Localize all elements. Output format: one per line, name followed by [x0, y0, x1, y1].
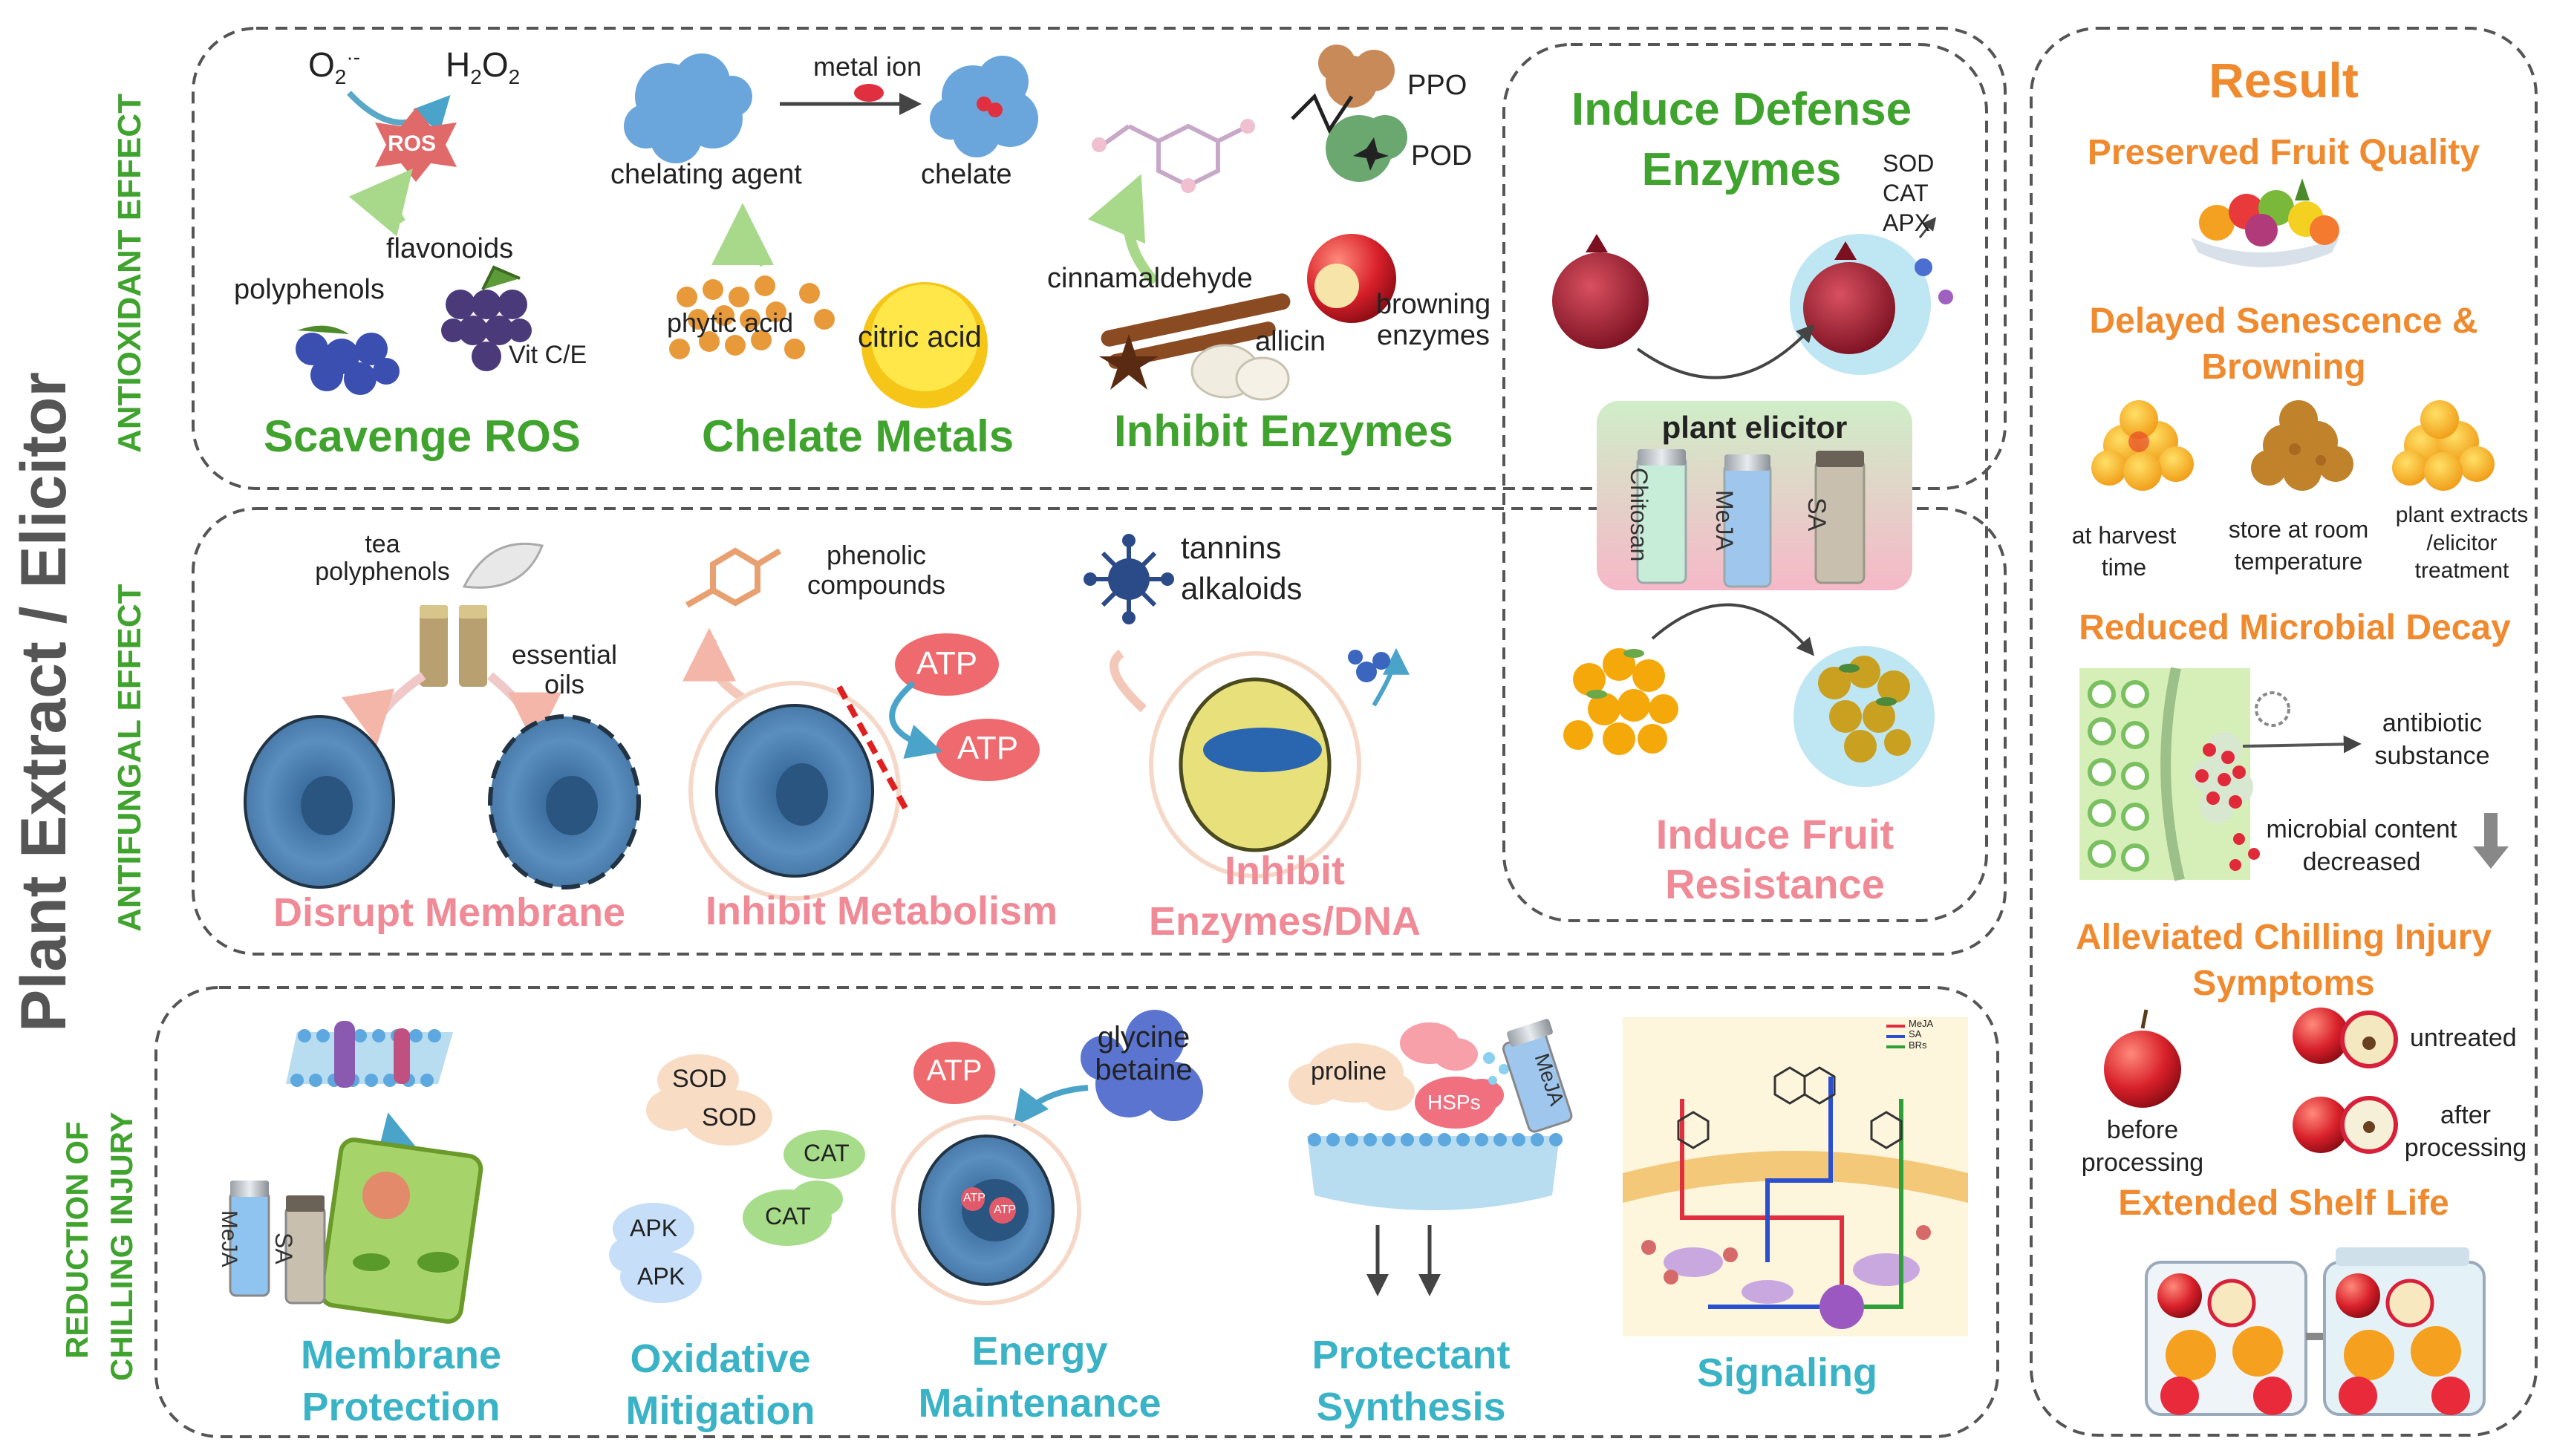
polyphenols-label: polyphenols	[234, 274, 385, 305]
antifungal-section-title: ANTIFUNGAL EFFECT	[111, 584, 148, 933]
extended-shelf-life-label: Extended Shelf Life	[2118, 1184, 2449, 1223]
chilling-section-title-line1: REDUCTION OF	[59, 1121, 94, 1359]
cell-atp-label-2: ATP	[994, 1204, 1016, 1216]
chitosan-vial-label: Chitosan	[1626, 468, 1652, 562]
untreated-label: untreated	[2410, 1024, 2517, 1052]
metal-ion-label: metal ion	[813, 51, 922, 82]
antifungal-graphic	[244, 534, 1410, 901]
sa-vial-label: SA	[1802, 497, 1831, 532]
ppo-label: PPO	[1407, 70, 1467, 101]
chilling-section-title-line2: CHILLING INJURY	[104, 1111, 139, 1381]
defense-frame	[1502, 43, 1988, 922]
enzymes-graphic	[1087, 45, 1407, 401]
pod-label: POD	[1411, 140, 1473, 172]
plant-elicitor-label: plant elicitor	[1661, 410, 1848, 445]
delayed-senescence-label: Delayed Senescence &Browning	[2089, 301, 2478, 388]
reduced-microbial-label: Reduced Microbial Decay	[2079, 608, 2511, 647]
disrupt-membrane-title: Disrupt Membrane	[273, 890, 626, 935]
apk-label-1: APK	[630, 1215, 678, 1241]
chilling-graphic	[229, 1010, 1968, 1336]
result-frame	[2030, 27, 2538, 1437]
flavonoids-label: flavonoids	[386, 233, 514, 264]
atp-label-2: ATP	[957, 730, 1019, 766]
cat-label-1: CAT	[804, 1140, 850, 1166]
preserved-quality-label: Preserved Fruit Quality	[2087, 133, 2480, 172]
result-graphic	[2079, 178, 2509, 1416]
signaling-title: Signaling	[1697, 1351, 1877, 1395]
inhibit-enzymes-title: Inhibit Enzymes	[1114, 406, 1453, 456]
chelate-label: chelate	[921, 159, 1012, 190]
chelate-graphic	[624, 53, 1038, 408]
tannins-label: tannins	[1181, 530, 1282, 565]
chilling-frame	[154, 986, 1999, 1438]
cell-atp-label-1: ATP	[963, 1192, 985, 1204]
sod-label-1: SOD	[672, 1065, 727, 1093]
h2o2-label: H2O2	[446, 45, 521, 89]
antioxidant-frame	[192, 27, 2007, 490]
sa-vial-label-2: SA	[270, 1233, 297, 1264]
result-title: Result	[2209, 53, 2359, 108]
chelating-agent-label: chelating agent	[610, 159, 802, 190]
citric-acid-label: citric acid	[858, 321, 982, 353]
ros-graphic	[296, 91, 532, 395]
atp-energy-label: ATP	[926, 1054, 983, 1087]
cinnamaldehyde-label: cinnamaldehyde	[1047, 263, 1253, 294]
proline-label: proline	[1311, 1057, 1387, 1086]
ros-label: ROS	[388, 131, 437, 156]
defense-graphic	[1552, 217, 1953, 787]
apk-label-2: APK	[637, 1263, 685, 1290]
main-title: Plant Extract / Elicitor	[8, 372, 79, 1032]
antioxidant-section-title: ANTIOXIDANT EFFECT	[111, 94, 148, 453]
atp-label-1: ATP	[916, 645, 978, 682]
cat-label-2: CAT	[765, 1203, 811, 1230]
o2-label: O2·-	[308, 45, 361, 89]
vit-label: Vit C/E	[509, 341, 587, 369]
phytic-acid-label: phytic acid	[667, 307, 794, 338]
hsps-label: HSPs	[1427, 1091, 1481, 1114]
alkaloids-label: alkaloids	[1181, 571, 1303, 606]
inhibit-metabolism-title: Inhibit Metabolism	[706, 889, 1058, 933]
chelate-metals-title: Chelate Metals	[702, 411, 1014, 461]
allicin-label: allicin	[1255, 326, 1326, 357]
scavenge-ros-title: Scavenge ROS	[264, 411, 581, 461]
meja-vial-label: MeJA	[1711, 490, 1738, 551]
meja-vial-label-2: MeJA	[217, 1210, 241, 1267]
sod-label-2: SOD	[702, 1103, 757, 1132]
